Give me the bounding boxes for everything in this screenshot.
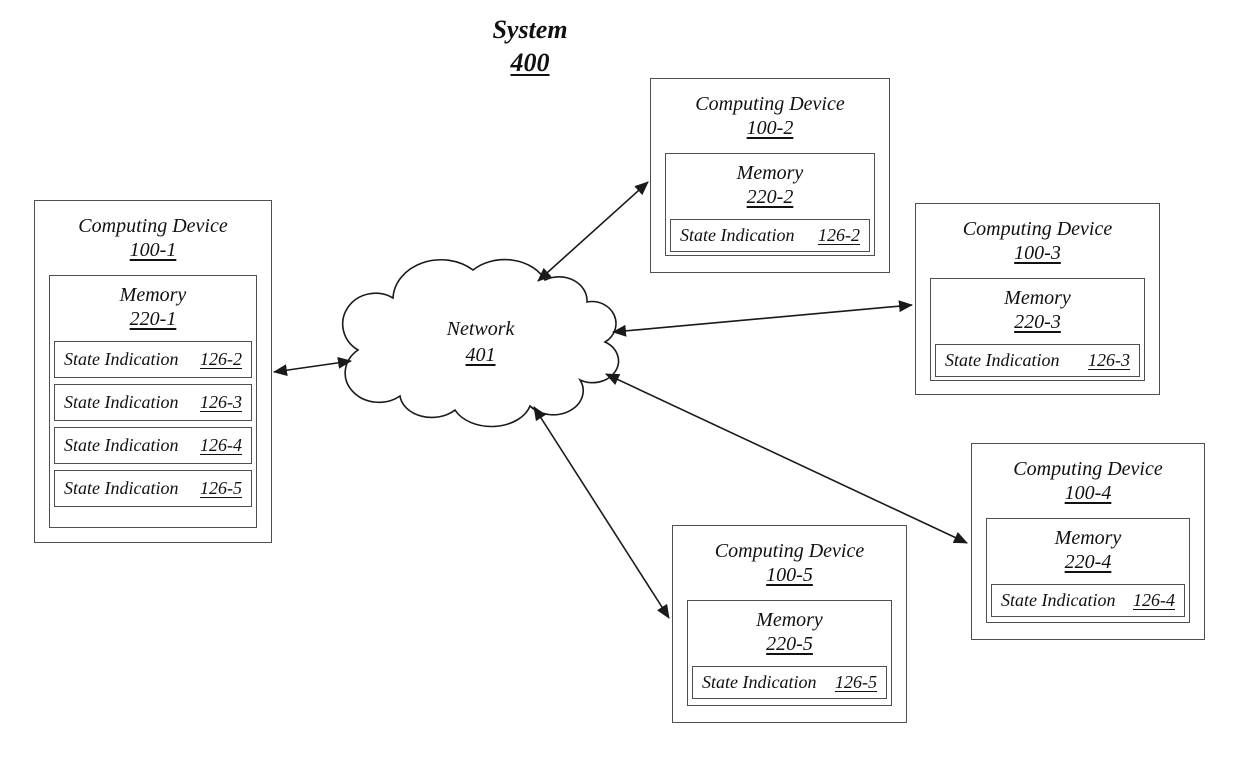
memory-ref: 220-5 [766,633,813,656]
state-indication-list: State Indication 126-2 [670,218,870,252]
memory-title-label: Memory [1054,526,1122,549]
state-indication-ref: 126-2 [818,224,860,245]
device-ref: 100-2 [746,117,794,140]
device-title: Computing Device 100-4 [972,444,1204,506]
device-ref: 100-5 [766,564,813,587]
memory-ref: 220-4 [1064,551,1112,574]
network-label: Network [446,318,515,340]
state-indication-list: State Indication 126-5 [692,665,887,699]
arrow-network-device-100-2 [537,181,649,282]
device-title-label: Computing Device [714,540,865,562]
memory-title: Memory 220-2 [666,154,874,210]
device-title: Computing Device 100-3 [916,204,1159,266]
device-ref: 100-4 [1064,482,1112,505]
device-title-label: Computing Device [962,218,1113,240]
device-ref: 100-3 [1014,242,1061,265]
arrow-network-device-100-1 [273,356,352,377]
state-indication-row: State Indication 126-3 [54,383,252,421]
state-indication-label: State Indication [680,224,795,245]
memory-title: Memory 220-4 [987,519,1189,575]
state-indication-row: State Indication 126-3 [935,343,1140,377]
device-ref: 100-1 [129,239,177,262]
memory-title: Memory 220-5 [688,601,891,657]
memory-title: Memory 220-3 [931,279,1144,335]
memory-title-label: Memory [756,608,823,631]
memory-box: Memory 220-2 State Indication 126-2 [665,152,875,256]
state-indication-label: State Indication [64,477,179,498]
memory-box: Memory 220-3 State Indication 126-3 [930,277,1145,381]
memory-title-label: Memory [1004,286,1071,309]
memory-title-label: Memory [736,161,804,184]
device-title: Computing Device 100-1 [35,201,271,263]
state-indication-row: State Indication 126-2 [54,340,252,378]
memory-ref: 220-2 [746,186,794,209]
state-indication-label: State Indication [945,349,1060,370]
state-indication-ref: 126-4 [200,434,242,455]
memory-box: Memory 220-5 State Indication 126-5 [687,599,892,706]
figure-title-label: System [492,15,568,44]
arrow-network-device-100-5 [533,406,670,619]
state-indication-ref: 126-5 [835,671,877,692]
state-indication-row: State Indication 126-4 [54,426,252,464]
memory-title-label: Memory [119,283,187,306]
state-indication-ref: 126-3 [1088,349,1130,370]
state-indication-label: State Indication [64,391,179,412]
memory-title: Memory 220-1 [50,276,256,332]
state-indication-row: State Indication 126-5 [54,469,252,507]
network-ref: 401 [465,344,496,366]
state-indication-ref: 126-5 [200,477,242,498]
network-label-block: Network 401 [408,316,553,368]
memory-box: Memory 220-4 State Indication 126-4 [986,517,1190,623]
state-indication-row: State Indication 126-4 [991,583,1185,617]
device-box-100-3: Computing Device 100-3 Memory 220-3 Stat… [915,203,1160,395]
state-indication-row: State Indication 126-5 [692,665,887,699]
device-title-label: Computing Device [695,93,845,115]
device-title-label: Computing Device [78,215,228,237]
device-box-100-4: Computing Device 100-4 Memory 220-4 Stat… [971,443,1205,640]
arrow-network-device-100-4 [605,373,968,544]
device-box-100-1: Computing Device 100-1 Memory 220-1 Stat… [34,200,272,543]
state-indication-row: State Indication 126-2 [670,218,870,252]
memory-ref: 220-1 [129,308,177,331]
memory-box: Memory 220-1 State Indication 126-2 Stat… [49,274,257,528]
state-indication-list: State Indication 126-2 State Indication … [54,340,252,507]
state-indication-ref: 126-2 [200,348,242,369]
state-indication-label: State Indication [64,348,179,369]
device-title: Computing Device 100-2 [651,79,889,141]
state-indication-ref: 126-3 [200,391,242,412]
device-title: Computing Device 100-5 [673,526,906,588]
device-title-label: Computing Device [1013,458,1163,480]
state-indication-list: State Indication 126-4 [991,583,1185,617]
state-indication-label: State Indication [1001,589,1116,610]
state-indication-ref: 126-4 [1133,589,1175,610]
arrow-network-device-100-3 [612,300,913,337]
state-indication-list: State Indication 126-3 [935,343,1140,377]
state-indication-label: State Indication [64,434,179,455]
memory-ref: 220-3 [1014,311,1061,334]
device-box-100-5: Computing Device 100-5 Memory 220-5 Stat… [672,525,907,723]
figure-title: System 400 [440,14,620,79]
figure-title-ref: 400 [510,47,550,77]
state-indication-label: State Indication [702,671,817,692]
device-box-100-2: Computing Device 100-2 Memory 220-2 Stat… [650,78,890,273]
network-cloud [341,258,620,428]
